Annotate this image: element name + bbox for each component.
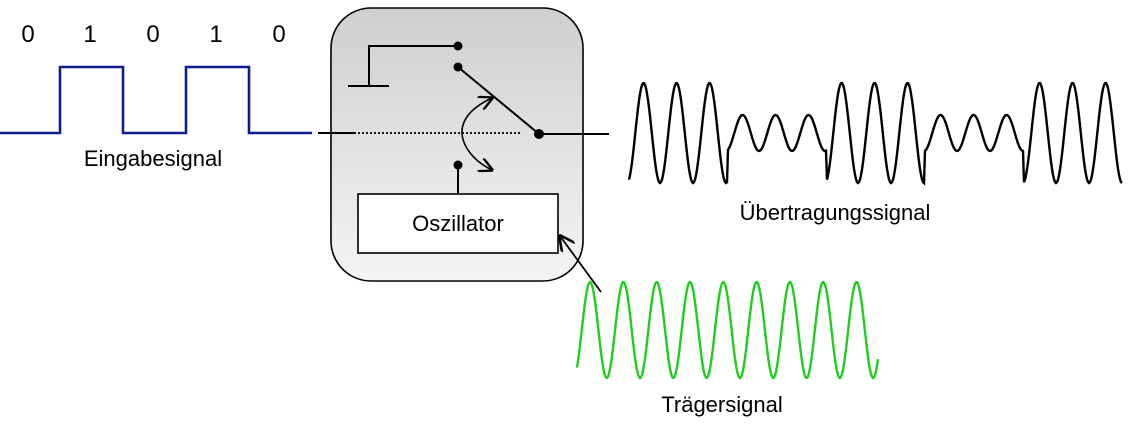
carrier-feed-arrow bbox=[560, 236, 602, 293]
bit-label: 0 bbox=[21, 21, 34, 48]
ground-symbol bbox=[348, 41, 463, 87]
oscillator-block bbox=[357, 193, 559, 254]
modulator-box: Oszillator bbox=[318, 7, 584, 282]
bit-label: 0 bbox=[146, 21, 159, 48]
carrier-signal-label: Trägersignal bbox=[661, 392, 782, 417]
bit-label: 1 bbox=[209, 21, 222, 48]
bit-label: 1 bbox=[83, 21, 96, 48]
input-square-wave bbox=[0, 65, 312, 135]
bit-label: 0 bbox=[272, 21, 285, 48]
bit-labels: 0 1 0 1 0 bbox=[21, 21, 285, 48]
switch-toggle-arrow bbox=[461, 98, 492, 170]
oscillator-label: Oszillator bbox=[412, 211, 504, 236]
carrier-signal-wave bbox=[575, 280, 880, 380]
transmitted-signal-label: Übertragungssignal bbox=[740, 200, 931, 225]
input-signal-label: Eingabesignal bbox=[84, 146, 222, 171]
transmitted-signal-wave bbox=[627, 81, 1123, 186]
switch-arm bbox=[457, 66, 540, 135]
